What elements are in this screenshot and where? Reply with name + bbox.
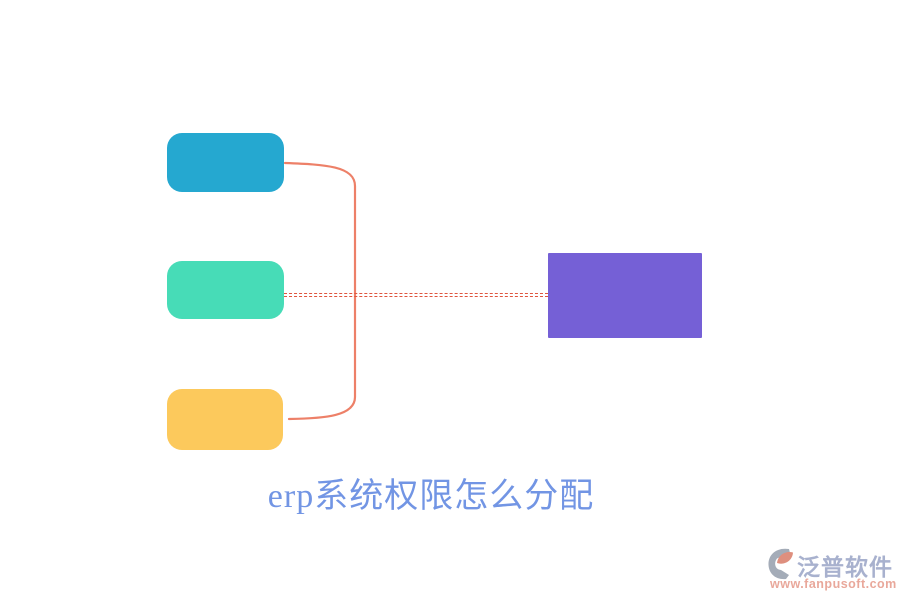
page-title: erp系统权限怎么分配 bbox=[267, 478, 595, 515]
diagram-node-top-left bbox=[167, 133, 284, 192]
bracket-connector bbox=[283, 161, 357, 421]
diagram-node-right bbox=[548, 253, 702, 338]
watermark-brand: 泛普软件 bbox=[797, 554, 893, 580]
dashed-connector bbox=[284, 293, 548, 297]
watermark-url: www.fanpusoft.com bbox=[770, 577, 897, 591]
diagram-node-bottom-left bbox=[167, 389, 283, 450]
fanpu-logo-icon bbox=[768, 548, 793, 580]
diagram-node-middle-left bbox=[167, 261, 284, 319]
watermark: 泛普软件 www.fanpusoft.com bbox=[768, 546, 897, 592]
